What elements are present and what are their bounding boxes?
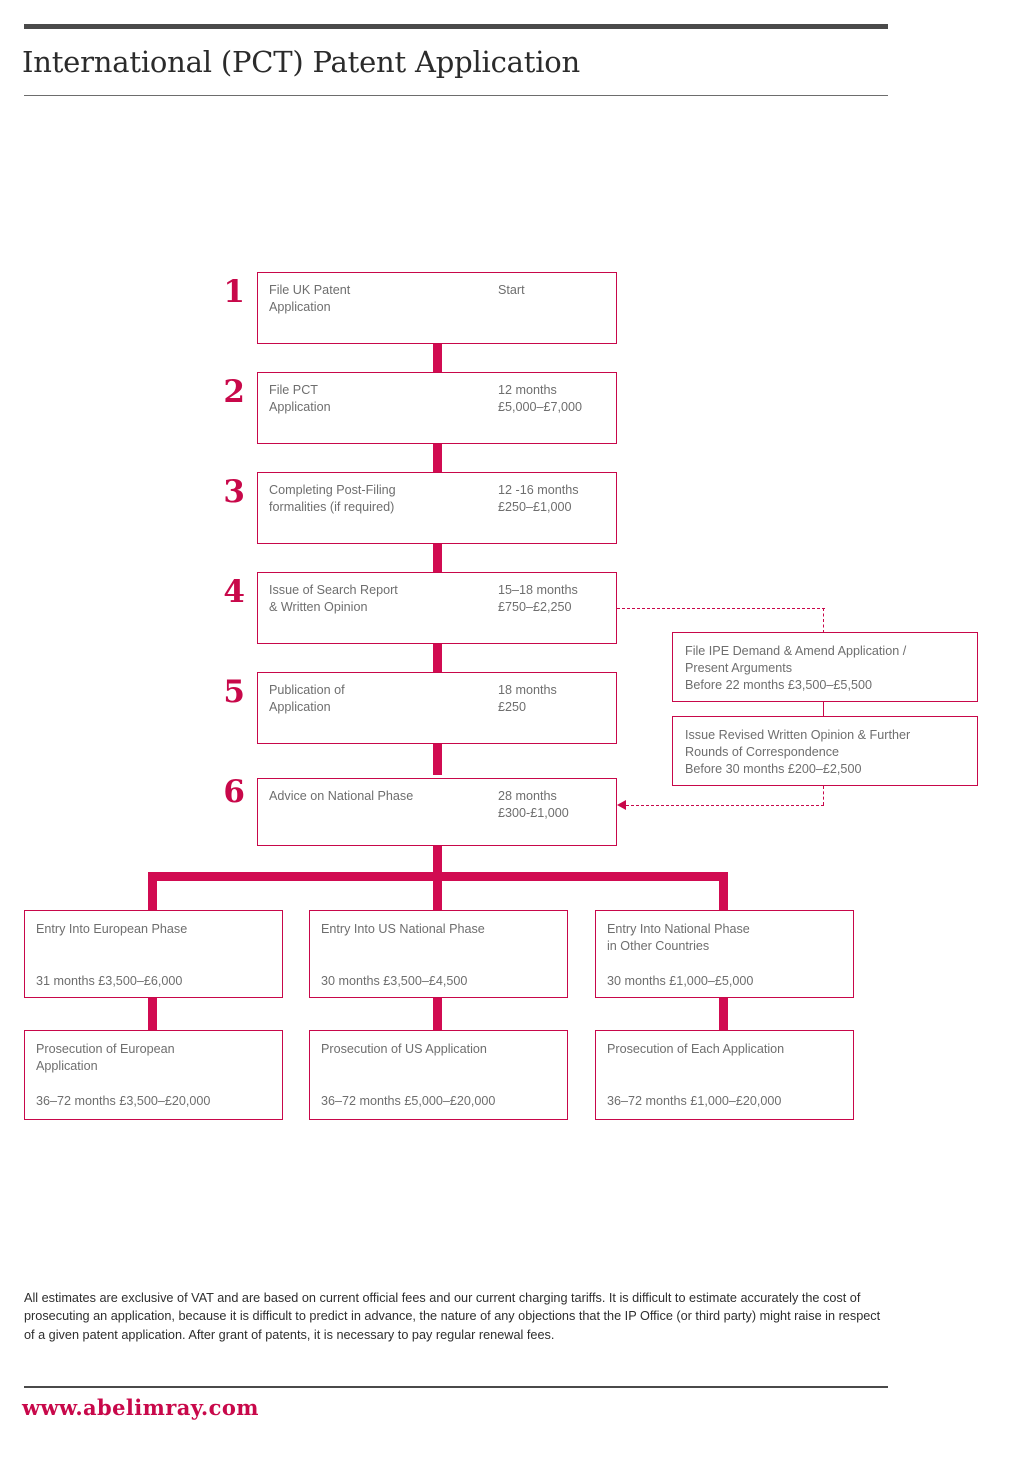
connector-step2-step3 xyxy=(433,443,442,475)
flow-box-label: Completing Post-Filing formalities (if r… xyxy=(269,483,396,514)
footnote-text: All estimates are exclusive of VAT and a… xyxy=(24,1291,881,1342)
phase-box-foot: 30 months £3,500–£4,500 xyxy=(321,974,468,988)
flow-box-file-pct[interactable]: File PCT Application 12 months £5,000–£7… xyxy=(257,372,617,444)
connector-step3-step4 xyxy=(433,543,442,575)
flow-box-label: Issue of Search Report & Written Opinion xyxy=(269,583,398,614)
prosecution-box-each[interactable]: Prosecution of Each Application 36–72 mo… xyxy=(595,1030,854,1120)
connector-step1-step2 xyxy=(433,343,442,375)
flow-box-advice-national-phase[interactable]: Advice on National Phase 28 months £300-… xyxy=(257,778,617,846)
header-bottom-rule xyxy=(24,95,888,96)
step-number-3: 3 xyxy=(223,474,245,510)
flow-box-search-report[interactable]: Issue of Search Report & Written Opinion… xyxy=(257,572,617,644)
flow-box-label: Publication of Application xyxy=(269,683,345,714)
step-number-5: 5 xyxy=(223,674,245,710)
flow-box-label: File PCT Application xyxy=(269,383,331,414)
footer-website-url[interactable]: www.abelimray.com xyxy=(22,1395,259,1420)
prosecution-box-foot: 36–72 months £3,500–£20,000 xyxy=(36,1094,211,1108)
connector-step5-step6 xyxy=(433,743,442,775)
connector-other-prosecution xyxy=(719,996,728,1032)
flow-box-publication[interactable]: Publication of Application 18 months £25… xyxy=(257,672,617,744)
flow-box-label: Advice on National Phase xyxy=(269,789,414,803)
connector-step4-step5 xyxy=(433,643,442,675)
flow-box-detail: 28 months £300-£1,000 xyxy=(498,789,569,820)
connector-step6-distribution xyxy=(433,845,442,881)
phase-box-us-national-phase[interactable]: Entry Into US National Phase 30 months £… xyxy=(309,910,568,998)
step-number-6: 6 xyxy=(223,774,245,810)
step-number-1: 1 xyxy=(223,274,245,310)
phase-box-head: Entry Into US National Phase xyxy=(321,922,485,936)
phase-box-foot: 31 months £3,500–£6,000 xyxy=(36,974,183,988)
footer-rule xyxy=(24,1386,888,1388)
phase-box-head: Entry Into European Phase xyxy=(36,922,188,936)
prosecution-box-us[interactable]: Prosecution of US Application 36–72 mont… xyxy=(309,1030,568,1120)
flow-box-file-uk-patent[interactable]: File UK Patent Application Start xyxy=(257,272,617,344)
connector-us-prosecution xyxy=(433,996,442,1032)
flow-box-label: File UK Patent Application xyxy=(269,283,351,314)
prosecution-box-foot: 36–72 months £5,000–£20,000 xyxy=(321,1094,496,1108)
flow-box-detail: Start xyxy=(498,283,525,297)
feedback-back-to-step6 xyxy=(626,805,824,806)
side-box-revised-opinion[interactable]: Issue Revised Written Opinion & Further … xyxy=(672,716,978,786)
page-title: International (PCT) Patent Application xyxy=(22,45,580,79)
phase-box-other-countries[interactable]: Entry Into National Phase in Other Count… xyxy=(595,910,854,998)
flow-box-detail: 12 months £5,000–£7,000 xyxy=(498,383,583,414)
header-top-rule xyxy=(24,24,888,29)
prosecution-box-european[interactable]: Prosecution of European Application 36–7… xyxy=(24,1030,283,1120)
connector-ipe-to-revised xyxy=(823,702,824,716)
connector-leg-european xyxy=(148,872,157,912)
flow-box-detail: 12 -16 months £250–£1,000 xyxy=(498,483,579,514)
side-box-ipe-demand[interactable]: File IPE Demand & Amend Application / Pr… xyxy=(672,632,978,702)
phase-box-european-phase[interactable]: Entry Into European Phase 31 months £3,5… xyxy=(24,910,283,998)
feedback-down-from-revised xyxy=(823,786,824,805)
prosecution-box-head: Prosecution of US Application xyxy=(321,1042,487,1056)
feedback-down-to-ipe xyxy=(823,608,824,633)
phase-box-foot: 30 months £1,000–£5,000 xyxy=(607,974,754,988)
flow-box-detail: 18 months £250 xyxy=(498,683,557,714)
phase-box-head: Entry Into National Phase in Other Count… xyxy=(607,922,750,953)
connector-leg-other xyxy=(719,872,728,912)
prosecution-box-head: Prosecution of Each Application xyxy=(607,1042,785,1056)
flow-box-detail: 15–18 months £750–£2,250 xyxy=(498,583,578,614)
connector-european-prosecution xyxy=(148,996,157,1032)
prosecution-box-head: Prosecution of European Application xyxy=(36,1042,175,1073)
flow-box-post-filing-formalities[interactable]: Completing Post-Filing formalities (if r… xyxy=(257,472,617,544)
step-number-2: 2 xyxy=(223,374,245,410)
connector-leg-us xyxy=(433,872,442,912)
prosecution-box-foot: 36–72 months £1,000–£20,000 xyxy=(607,1094,782,1108)
feedback-out-step4 xyxy=(617,608,825,609)
feedback-arrowhead-step6 xyxy=(617,800,626,810)
step-number-4: 4 xyxy=(223,574,245,610)
